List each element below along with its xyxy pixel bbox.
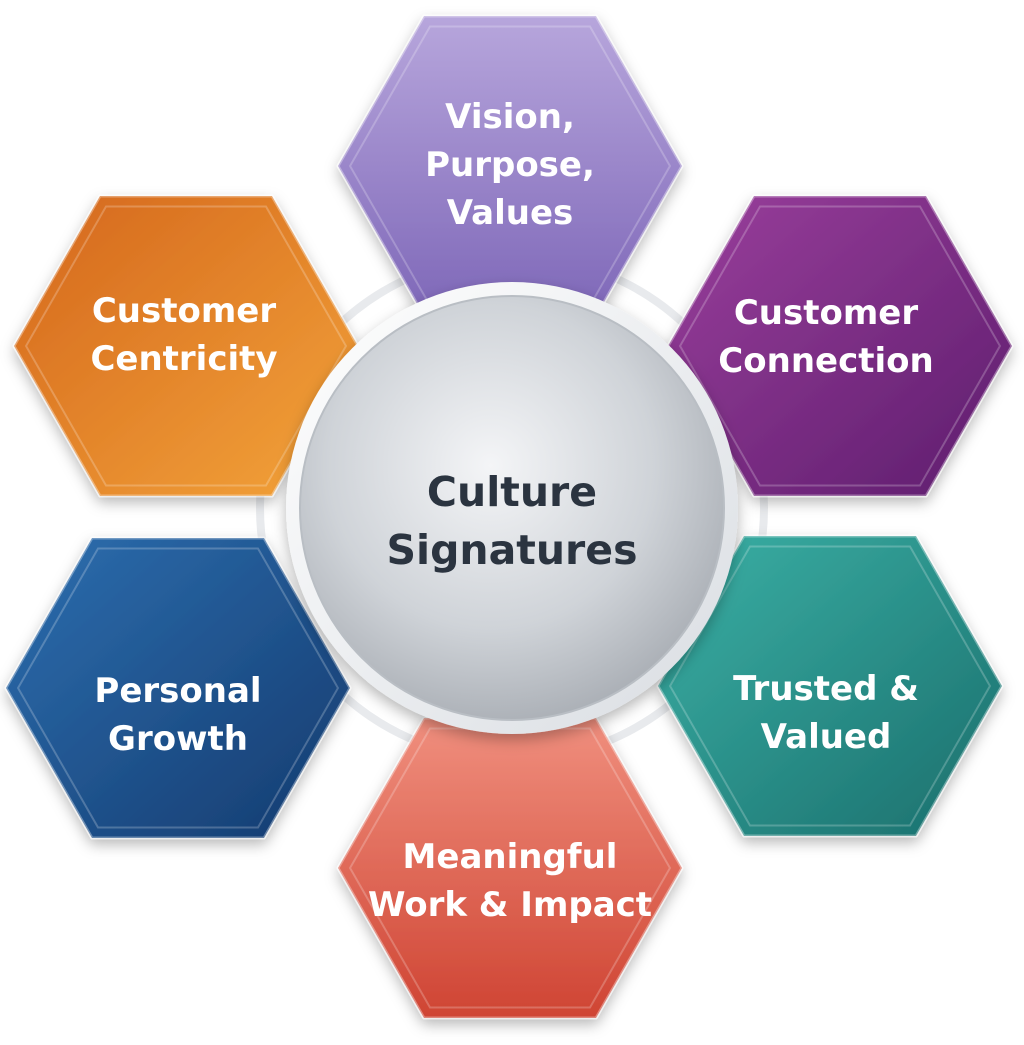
label-line: Centricity bbox=[90, 339, 277, 379]
label-line: Customer bbox=[734, 293, 918, 333]
hexagon-customer-connection bbox=[666, 194, 1014, 498]
center-disc bbox=[299, 295, 725, 721]
center-title-line: Signatures bbox=[386, 526, 637, 574]
label-line: Customer bbox=[92, 291, 276, 331]
label-line: Personal bbox=[94, 671, 261, 711]
hexagon-inner-bevel bbox=[348, 727, 672, 1009]
label-line: Purpose, bbox=[425, 145, 595, 185]
label-line: Vision, bbox=[445, 97, 575, 137]
label-line: Growth bbox=[108, 719, 248, 759]
segment-trusted-valued: Trusted & Valued bbox=[656, 534, 1004, 838]
hexagon-inner-bevel bbox=[16, 547, 340, 829]
hexagon-trusted-valued bbox=[656, 534, 1004, 838]
label-line: Connection bbox=[718, 341, 933, 381]
center-hub bbox=[286, 282, 738, 734]
hexagon-inner-bevel bbox=[24, 205, 348, 487]
hexagon-meaningful-work bbox=[336, 716, 684, 1020]
label-trusted-valued: Trusted & Valued bbox=[733, 669, 919, 757]
hexagon-inner-bevel bbox=[678, 205, 1002, 487]
label-line: Values bbox=[447, 193, 574, 233]
label-vision: Vision, Purpose, Values bbox=[425, 97, 595, 233]
label-line: Trusted & bbox=[733, 669, 919, 709]
segment-vision: Vision, Purpose, Values bbox=[336, 14, 684, 318]
label-line: Meaningful bbox=[403, 837, 618, 877]
label-line: Work & Impact bbox=[368, 885, 652, 925]
hexagon-personal-growth bbox=[4, 536, 352, 840]
hexagon-inner-bevel bbox=[668, 545, 992, 827]
center-title-line: Culture bbox=[427, 468, 597, 516]
label-line: Valued bbox=[761, 717, 892, 757]
